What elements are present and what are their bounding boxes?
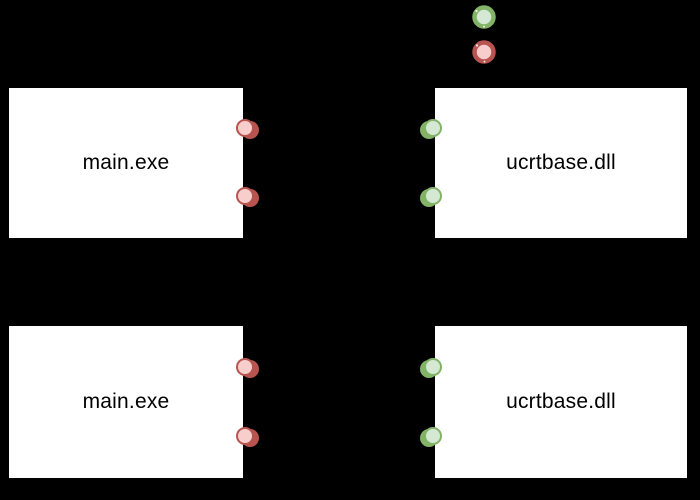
red-port-marker xyxy=(233,116,259,142)
module-label: main.exe xyxy=(82,151,170,174)
green-port-marker xyxy=(420,355,446,381)
module-label: ucrtbase.dll xyxy=(506,390,616,413)
module-box-main-exe-bottom: main.exe xyxy=(7,324,259,480)
legend-green-marker-icon xyxy=(470,3,498,31)
red-port-marker xyxy=(233,424,259,450)
module-box-main-exe-top: main.exe xyxy=(7,86,259,240)
module-box-ucrtbase-dll-top: ucrtbase.dll xyxy=(420,86,689,240)
module-label: ucrtbase.dll xyxy=(506,151,616,174)
green-port-marker xyxy=(420,184,446,210)
red-port-marker xyxy=(233,355,259,381)
module-box-ucrtbase-dll-bottom: ucrtbase.dll xyxy=(420,324,689,480)
red-port-marker xyxy=(233,184,259,210)
green-port-marker xyxy=(420,424,446,450)
green-port-marker xyxy=(420,116,446,142)
legend xyxy=(470,3,498,69)
module-label: main.exe xyxy=(82,390,170,413)
legend-red-marker-icon xyxy=(470,38,498,66)
